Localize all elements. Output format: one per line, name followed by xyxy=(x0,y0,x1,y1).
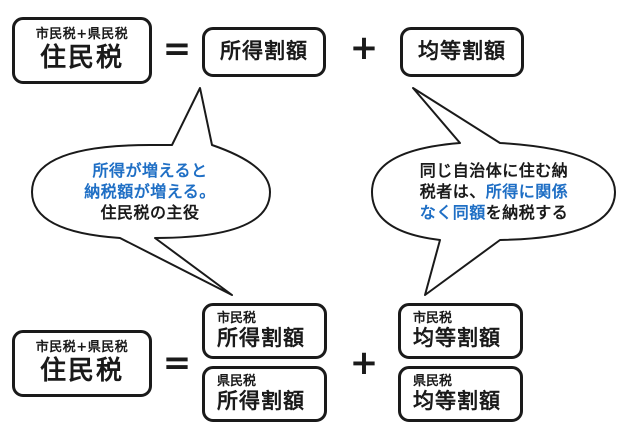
right-bubble-line3: なく同額を納税する xyxy=(384,202,604,223)
top-income-levy-label: 所得割額 xyxy=(220,39,308,64)
top-equals-sign: = xyxy=(162,29,192,69)
left-bubble-text: 所得が増えると 納税額が増える。 住民税の主役 xyxy=(45,160,255,223)
municipal-per-capita-levy-label: 均等割額 xyxy=(413,326,501,351)
right-bubble-line1: 同じ自治体に住む納 xyxy=(419,161,569,180)
bottom-resident-tax-box: 市民税+県民税 住民税 xyxy=(12,330,152,397)
right-bubble-line2-highlight: 所得に関係 xyxy=(485,182,569,201)
right-bubble-line2: 税者は、所得に関係 xyxy=(384,181,604,202)
left-bubble-line1: 所得が増えると xyxy=(92,161,208,180)
top-resident-tax-title: 住民税 xyxy=(39,43,124,74)
bottom-municipal-income-levy-box: 市民税 所得割額 xyxy=(202,303,327,359)
left-bubble-line3: 住民税の主役 xyxy=(100,203,200,222)
prefectural-income-levy-sub: 県民税 xyxy=(217,373,257,389)
right-bubble-line3-highlight: なく同額 xyxy=(419,203,486,222)
prefectural-income-levy-label: 所得割額 xyxy=(217,389,305,414)
bottom-resident-tax-title: 住民税 xyxy=(39,356,124,387)
prefectural-per-capita-levy-label: 均等割額 xyxy=(413,389,501,414)
top-resident-tax-box: 市民税+県民税 住民税 xyxy=(12,17,152,84)
bottom-prefectural-per-capita-levy-box: 県民税 均等割額 xyxy=(398,366,523,422)
right-bubble-line3-end: を納税する xyxy=(485,203,569,222)
right-speech-bubble xyxy=(371,87,616,296)
top-plus-sign: + xyxy=(349,28,379,68)
municipal-per-capita-levy-sub: 市民税 xyxy=(413,310,453,326)
municipal-income-levy-label: 所得割額 xyxy=(217,326,305,351)
right-bubble-text: 同じ自治体に住む納 税者は、所得に関係 なく同額を納税する xyxy=(384,160,604,223)
left-bubble-line2: 納税額が増える。 xyxy=(84,182,216,201)
right-bubble-line2-start: 税者は、 xyxy=(419,182,486,201)
bottom-municipal-per-capita-levy-box: 市民税 均等割額 xyxy=(398,303,523,359)
left-speech-bubble xyxy=(31,87,271,296)
bottom-resident-tax-sub: 市民税+県民税 xyxy=(35,340,129,356)
bottom-plus-sign: + xyxy=(349,343,379,383)
top-resident-tax-sub: 市民税+県民税 xyxy=(35,27,129,43)
bottom-equals-sign: = xyxy=(162,343,192,383)
top-per-capita-levy-box: 均等割額 xyxy=(400,27,524,77)
municipal-income-levy-sub: 市民税 xyxy=(217,310,257,326)
top-per-capita-levy-label: 均等割額 xyxy=(418,39,506,64)
bottom-prefectural-income-levy-box: 県民税 所得割額 xyxy=(202,366,327,422)
top-income-levy-box: 所得割額 xyxy=(202,27,326,77)
prefectural-per-capita-levy-sub: 県民税 xyxy=(413,373,453,389)
